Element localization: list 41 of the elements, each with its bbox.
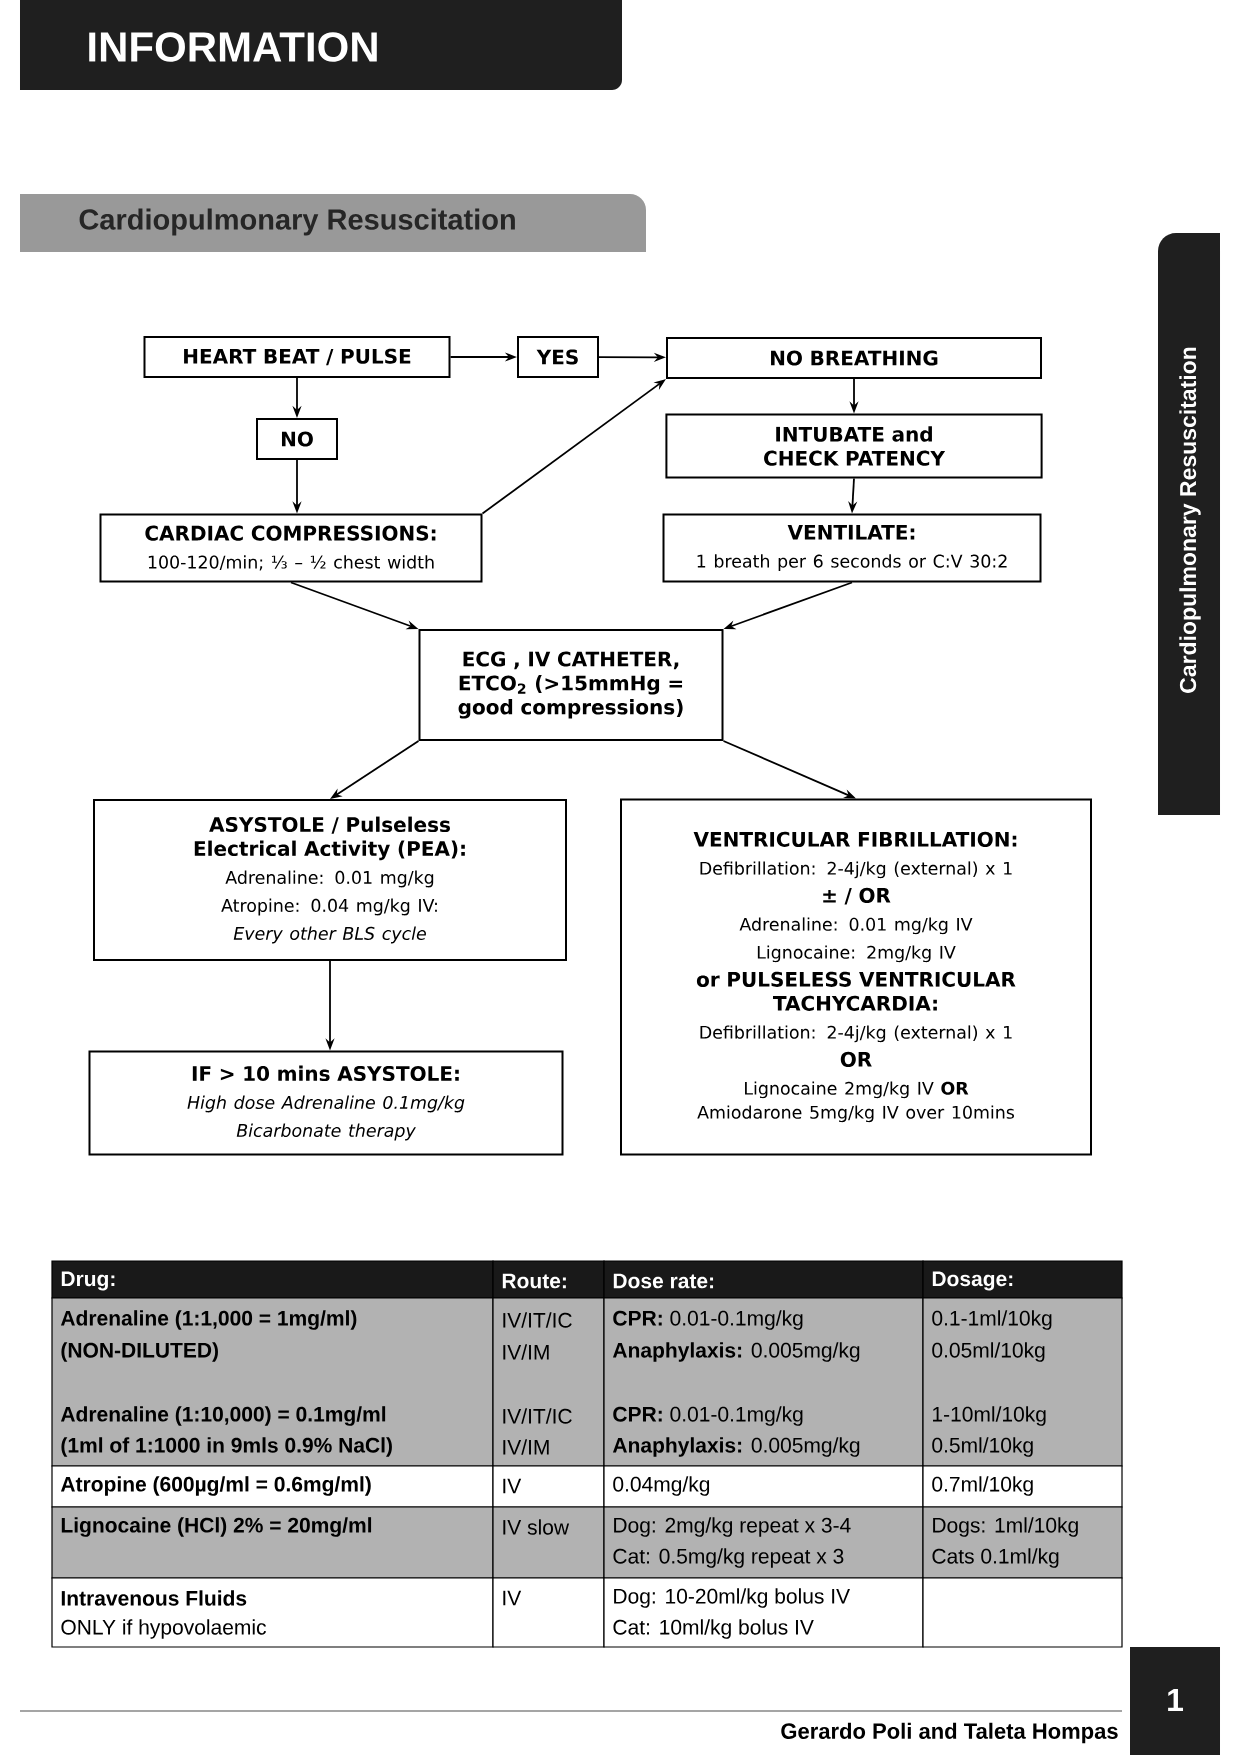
table-cell: IV/IT/IC IV/IM IV/IT/IC IV/IM	[492, 1297, 605, 1467]
process-box: NO BREATHING	[666, 337, 1042, 379]
label: (1ml of 1:1000 in 9mls 0.9% NaCl)	[61, 1437, 392, 1457]
table-cell: 0.7ml/10kg	[922, 1465, 1123, 1508]
label: Adrenaline (1:1,000 = 1mg/ml)	[60, 1310, 357, 1330]
table-cell: Dogs: 1ml/10kg Cats 0.1ml/kg	[922, 1506, 1123, 1579]
label: IV/IM	[503, 1439, 549, 1455]
table-cell: 0.1-1ml/10kg 0.05ml/10kg 1-10ml/10kg 0.5ml/10kg	[922, 1297, 1123, 1467]
page-number: 1	[1130, 1647, 1220, 1755]
section-banner: Cardiopulmonary Resuscitation	[20, 194, 646, 252]
process-box: YES	[517, 336, 599, 378]
label: Anaphylaxis: 0.005mg/kg	[612, 1437, 860, 1457]
process-box: INTUBATE and CHECK PATENCY	[665, 413, 1043, 479]
label: IV/IM	[503, 1344, 549, 1360]
label: Anaphylaxis: 0.005mg/kg	[612, 1342, 860, 1362]
label: 0.1-1ml/10kg	[932, 1310, 1052, 1330]
process-box: ECG , IV CATHETER, ETCO$_{2}$ (>15mmHg = good compressions)	[418, 629, 724, 741]
side-tab: Cardiopulmonary Resuscitation	[1158, 233, 1220, 815]
process-box: CARDIAC COMPRESSIONS: 100-120/min; ⅓ – ½ chest width	[99, 513, 483, 583]
process-box: IF > 10 mins ASYSTOLE: High dose Adrenaline 0.1mg/kg Bicarbonate therapy	[88, 1050, 564, 1156]
label: IV/IT/IC	[503, 1408, 572, 1424]
table-cell: IV	[492, 1465, 605, 1508]
table-cell: IV slow	[492, 1506, 605, 1579]
process-box: VENTILATE: 1 breath per 6 seconds or C:V 30:2	[662, 513, 1042, 583]
header-bar: INFORMATION	[20, 0, 622, 90]
label: 0.5ml/10kg	[932, 1437, 1033, 1457]
process-box: VENTRICULAR FIBRILLATION: Defibrillation: 2-4j/kg (external) x 1 ± / OR Adrenaline: 0.01 mg/kg IV Lignocaine: 2mg/kg IV or PULSELESS VENTRICULAR TACHYCARDIA: Defibrillation: 2-4j/kg (external) x 1 OR Lignocaine 2mg/kg IV OR Amiodarone 5mg/kg IV over 10mins	[620, 798, 1092, 1156]
header-cell: Route:	[492, 1260, 605, 1299]
author-credit: Gerardo Poli and Taleta Hompas	[781, 1722, 1118, 1744]
label: 1-10ml/10kg	[933, 1406, 1046, 1426]
table-cell: IV	[492, 1577, 605, 1648]
label: 0.05ml/10kg	[932, 1342, 1045, 1362]
process-box: ASYSTOLE / Pulseless Electrical Activity (PEA): Adrenaline: 0.01 mg/kg Atropine: 0.04 mg/kg IV: Every other BLS cycle	[93, 799, 567, 961]
label: Adrenaline (1:10,000) = 0.1mg/ml	[60, 1406, 386, 1426]
label: CPR: 0.01-0.1mg/kg	[613, 1406, 803, 1426]
label: (NON-DILUTED)	[61, 1342, 218, 1362]
process-box: NO	[256, 418, 338, 460]
process-box: HEART BEAT / PULSE	[143, 336, 451, 378]
header-cell: Dosage:	[922, 1260, 1123, 1299]
label: IV/IT/IC	[503, 1312, 572, 1328]
label: CPR: 0.01-0.1mg/kg	[613, 1310, 803, 1330]
